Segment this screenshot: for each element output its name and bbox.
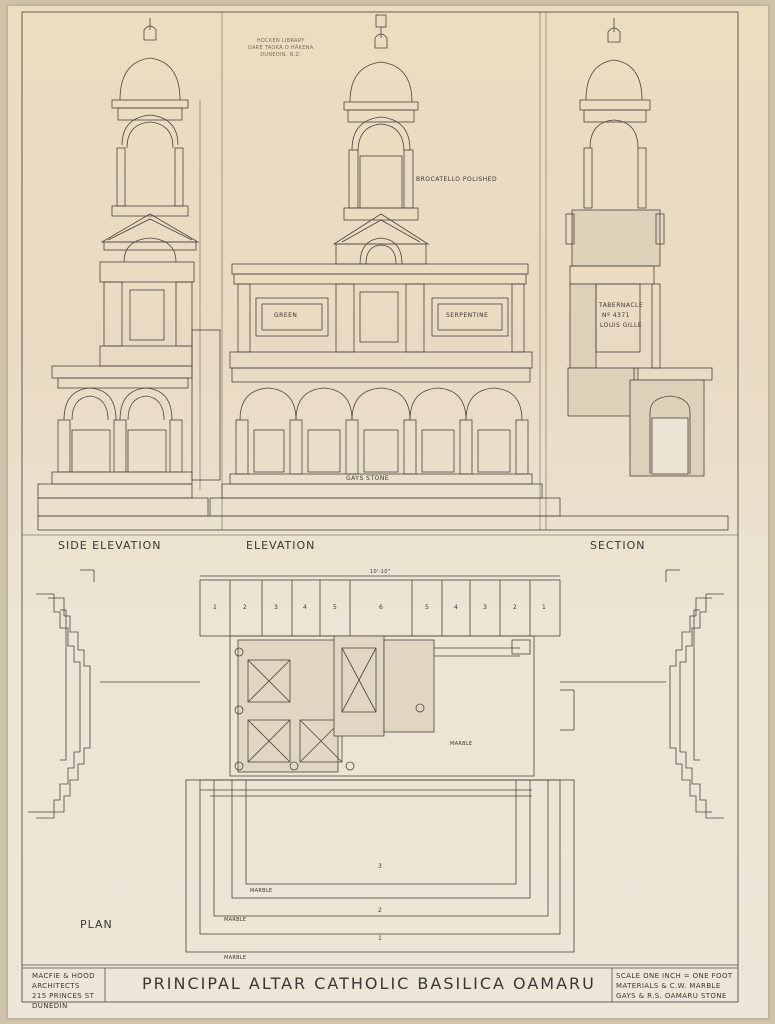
side-elevation-label: SIDE ELEVATION (58, 539, 162, 552)
step-number-3: 3 (378, 863, 383, 870)
firm-city: DUNEDIN (32, 1002, 68, 1010)
firm-role: ARCHITECTS (32, 982, 80, 990)
drawing-title: PRINCIPAL ALTAR CATHOLIC BASILICA OAMARU (142, 974, 596, 993)
architect-block: MACFIE & HOOD ARCHITECTS 215 PRINCES ST … (32, 971, 95, 1011)
side-elevation (37, 18, 729, 531)
bay-number: 6 (379, 604, 384, 611)
bay-number: 3 (274, 604, 279, 611)
drawing-sheet (8, 6, 768, 1018)
green-panel-label: GREEN (274, 312, 298, 319)
brocatello-annotation: BROCATELLO POLISHED (416, 176, 498, 183)
stamp-line: UARE TAOKA O HÄKENA (248, 45, 314, 51)
stamp-line: HOCKEN LIBRARY (256, 38, 305, 44)
materials-note: MATERIALS & C.W. MARBLE (616, 982, 721, 990)
bay-number: 4 (303, 604, 308, 611)
front-elevation (209, 14, 561, 517)
bay-number: 2 (513, 604, 518, 611)
bay-number: 1 (542, 604, 547, 611)
bay-number: 1 (213, 604, 218, 611)
scale-notes: SCALE ONE INCH = ONE FOOT MATERIALS & C.… (616, 971, 733, 1001)
step-number-1: 1 (378, 935, 383, 942)
bay-number: 5 (425, 604, 430, 611)
firm-name: MACFIE & HOOD (32, 972, 95, 980)
section-view (565, 18, 713, 477)
bay-number: 4 (454, 604, 459, 611)
gays-stone-label: GAYS STONE (346, 475, 390, 482)
marble-center-label: MARBLE (450, 741, 473, 747)
plan-label: PLAN (80, 918, 113, 931)
scale-note: SCALE ONE INCH = ONE FOOT (616, 972, 733, 980)
serpentine-panel-label: SERPENTINE (446, 312, 489, 319)
library-stamp: HOCKEN LIBRARY UARE TAOKA O HÄKENA DUNED… (248, 38, 313, 59)
stamp-line: DUNEDIN, N.Z. (260, 52, 302, 58)
bay-number: 2 (243, 604, 248, 611)
stone-note: GAYS & R.S. OAMARU STONE (616, 992, 727, 1000)
marble-inner-label: MARBLE (250, 888, 273, 894)
plan-view (28, 569, 724, 953)
tabernacle-maker: LOUIS GILLE (600, 322, 643, 329)
bay-number: 5 (333, 604, 338, 611)
step-number-2: 2 (378, 907, 383, 914)
tabernacle-label: TABERNACLE (599, 302, 644, 309)
section-label: SECTION (590, 539, 646, 552)
tabernacle-number: Nº 4371 (602, 312, 630, 319)
firm-address: 215 PRINCES ST (32, 992, 95, 1000)
elevation-label: ELEVATION (246, 539, 316, 552)
overall-dimension: 10'-10" (370, 569, 391, 575)
marble-outer-label: MARBLE (224, 955, 247, 961)
marble-mid-label: MARBLE (224, 917, 247, 923)
bay-number: 3 (483, 604, 488, 611)
